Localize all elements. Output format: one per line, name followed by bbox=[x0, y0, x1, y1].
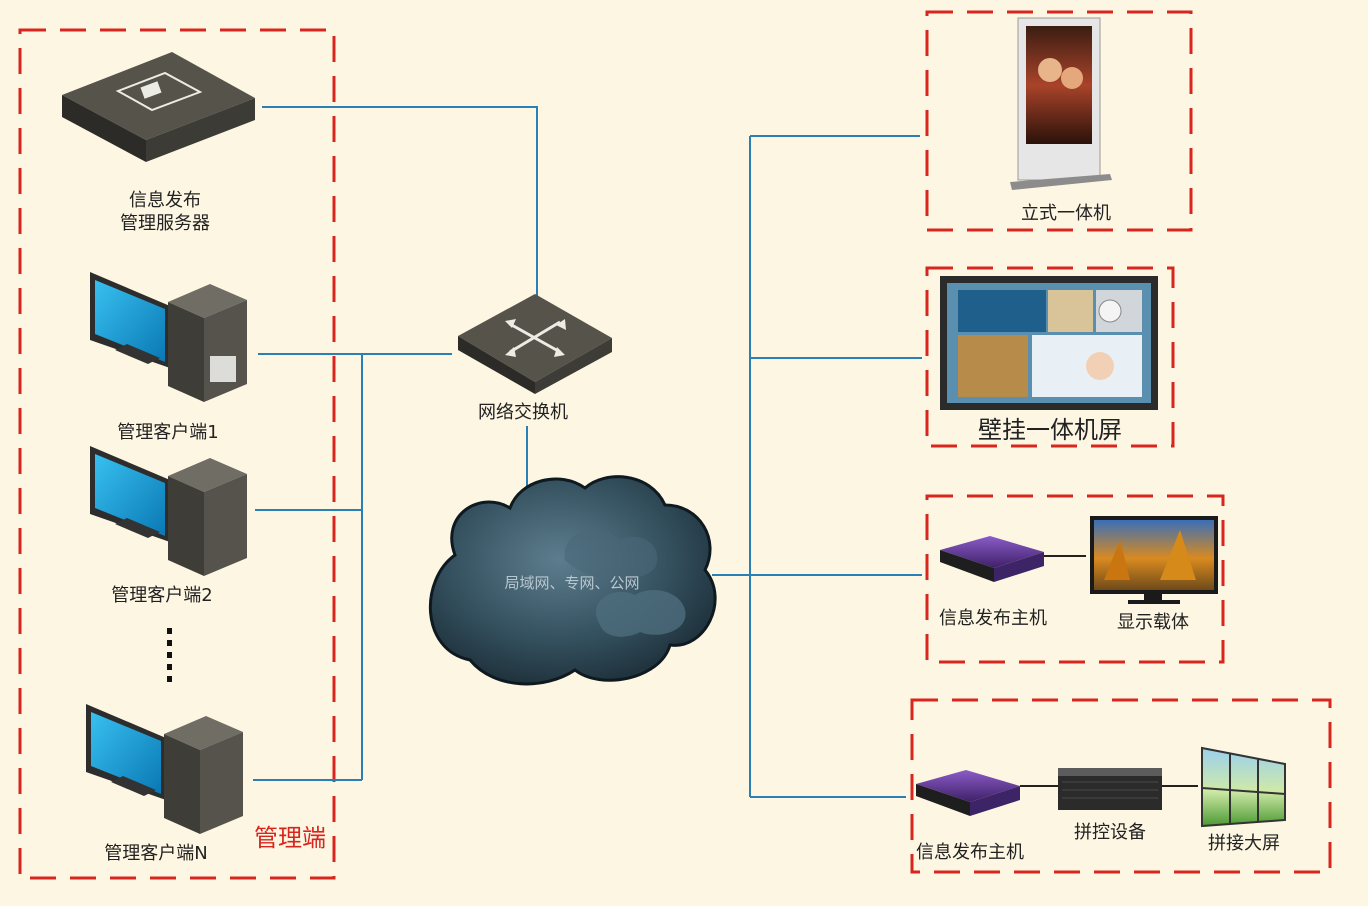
kiosk-group-border bbox=[925, 10, 1193, 232]
dashed-group-borders bbox=[18, 10, 1332, 880]
wall-screen-label: 壁挂一体机屏 bbox=[978, 416, 1122, 444]
kiosk-label: 立式一体机 bbox=[1021, 203, 1111, 224]
link-server-switch bbox=[262, 106, 538, 296]
kiosk-icon bbox=[1010, 17, 1112, 190]
computer-icon bbox=[90, 446, 247, 576]
management-group-border bbox=[18, 28, 336, 880]
computer-icon bbox=[86, 704, 243, 834]
computer-icon bbox=[90, 272, 247, 402]
splice-group-border bbox=[910, 698, 1332, 874]
ellipsis-dots bbox=[167, 628, 172, 682]
cloud-icon bbox=[428, 475, 717, 686]
tv-icon bbox=[1090, 516, 1218, 604]
switch-icon bbox=[458, 294, 612, 394]
video-wall-label: 拼接大屏 bbox=[1208, 833, 1280, 854]
video-wall-icon bbox=[1201, 746, 1286, 828]
local-links bbox=[1020, 555, 1198, 787]
connection-lines bbox=[253, 106, 922, 798]
wall-screen-icon bbox=[940, 276, 1158, 410]
player2-label: 信息发布主机 bbox=[916, 842, 1024, 863]
labels: 信息发布 管理服务器 管理客户端1 管理客户端2 管理客户端N 管理端 网络交换… bbox=[104, 190, 1280, 864]
player-display-group-border bbox=[925, 494, 1225, 664]
server-icon bbox=[62, 52, 255, 162]
wall-screen-group-border bbox=[925, 266, 1175, 448]
display-carrier-label: 显示载体 bbox=[1117, 612, 1189, 633]
client2-label: 管理客户端2 bbox=[111, 585, 212, 606]
client1-label: 管理客户端1 bbox=[117, 422, 218, 443]
splice-controller-label: 拼控设备 bbox=[1074, 822, 1146, 843]
server-label-line1: 信息发布 bbox=[129, 190, 201, 211]
client-n-label: 管理客户端N bbox=[104, 843, 207, 864]
switch-label: 网络交换机 bbox=[478, 402, 568, 423]
server-label-line2: 管理服务器 bbox=[120, 213, 210, 234]
player1-label: 信息发布主机 bbox=[939, 608, 1047, 629]
media-player-icon bbox=[916, 770, 1020, 816]
controller-icon bbox=[1058, 768, 1162, 810]
media-player-icon bbox=[940, 536, 1044, 582]
cloud-label: 局域网、专网、公网 bbox=[504, 574, 639, 592]
management-group-label: 管理端 bbox=[254, 824, 326, 852]
